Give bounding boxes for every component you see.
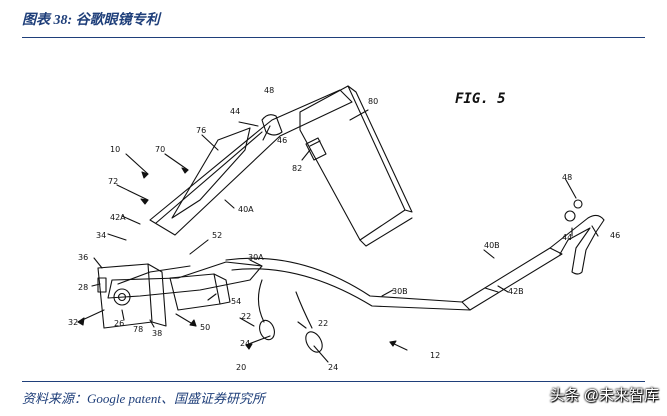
source-note: 资料来源：Google patent、国盛证券研究所 bbox=[22, 391, 266, 406]
part-42b: 42B bbox=[508, 287, 524, 296]
part-48b: 48 bbox=[562, 173, 572, 182]
part-30a: 30A bbox=[248, 253, 264, 262]
part-72: 72 bbox=[108, 177, 118, 186]
part-78: 78 bbox=[133, 325, 143, 334]
part-42a: 42A bbox=[110, 213, 126, 222]
part-26: 26 bbox=[114, 319, 124, 328]
patent-drawing: FIG. 5 10 70 72 76 44 48 80 46 82 40A 42… bbox=[68, 85, 620, 372]
temple-arm-30b bbox=[225, 247, 563, 311]
part-44b: 44 bbox=[562, 233, 572, 242]
watermark: 头条 @未来智库 bbox=[549, 387, 659, 404]
part-44a: 44 bbox=[230, 107, 240, 116]
part-22a: 22 bbox=[241, 312, 251, 321]
housing-80 bbox=[299, 85, 406, 241]
figure-caption: 图表 38: 谷歌眼镜专利 bbox=[22, 13, 160, 28]
part-12: 12 bbox=[430, 351, 440, 360]
ear-hook bbox=[549, 214, 605, 275]
part-50: 50 bbox=[200, 323, 210, 332]
front-frame bbox=[107, 261, 263, 299]
part-70: 70 bbox=[155, 145, 165, 154]
part-40a: 40A bbox=[238, 205, 254, 214]
part-38: 38 bbox=[152, 329, 162, 338]
part-46a: 46 bbox=[277, 136, 287, 145]
part-80: 80 bbox=[368, 97, 378, 106]
part-30b: 30B bbox=[392, 287, 408, 296]
part-36: 36 bbox=[78, 253, 88, 262]
part-10: 10 bbox=[110, 145, 120, 154]
part-28: 28 bbox=[78, 283, 88, 292]
part-82: 82 bbox=[292, 164, 302, 173]
part-20: 20 bbox=[236, 363, 246, 372]
part-54: 54 bbox=[231, 297, 241, 306]
top-divider bbox=[22, 37, 645, 38]
part-52: 52 bbox=[212, 231, 222, 240]
part-24b: 24 bbox=[328, 363, 338, 372]
part-22b: 22 bbox=[318, 319, 328, 328]
fig-label: FIG. 5 bbox=[455, 91, 506, 107]
part-46b: 46 bbox=[610, 231, 620, 240]
bottom-divider bbox=[22, 381, 645, 382]
part-40b: 40B bbox=[484, 241, 500, 250]
part-24a: 24 bbox=[240, 339, 250, 348]
part-48a: 48 bbox=[264, 86, 274, 95]
part-76: 76 bbox=[196, 126, 206, 135]
part-34: 34 bbox=[96, 231, 106, 240]
button-82 bbox=[305, 137, 327, 161]
part-32: 32 bbox=[68, 318, 78, 327]
